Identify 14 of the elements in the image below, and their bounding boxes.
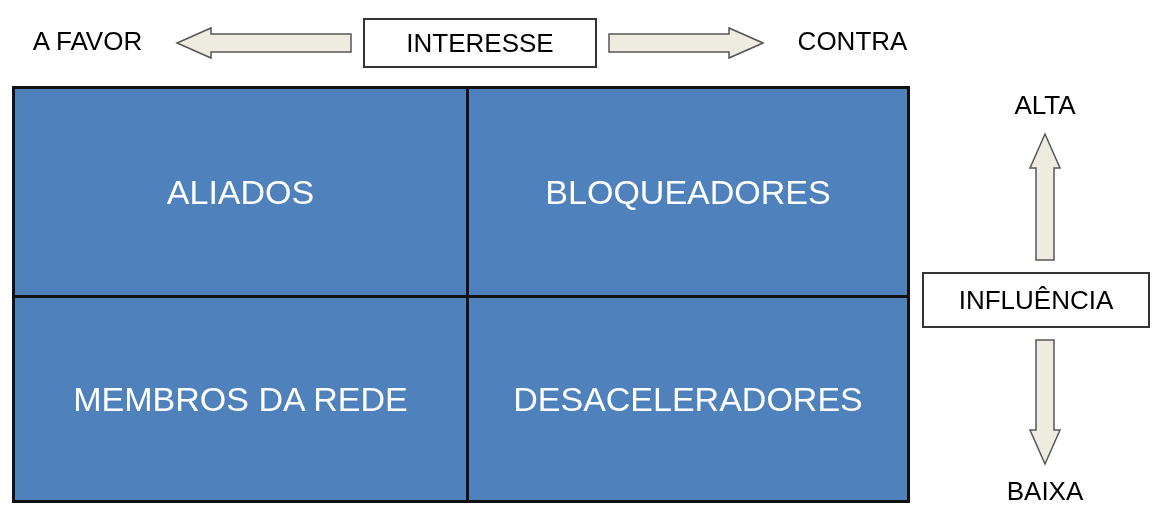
- block-arrow: [608, 26, 765, 60]
- axis-title-box: INFLUÊNCIA: [922, 272, 1150, 328]
- block-arrow: [1028, 339, 1062, 466]
- axis-title-box: INTERESSE: [363, 18, 597, 68]
- axis-end-label: BAIXA: [990, 476, 1100, 506]
- axis-end-label: CONTRA: [775, 24, 930, 58]
- quadrant-cell: ALIADOS: [12, 86, 469, 298]
- axis-end-label: A FAVOR: [10, 24, 165, 58]
- quadrant-cell: BLOQUEADORES: [466, 86, 910, 298]
- block-arrow: [175, 26, 352, 60]
- quadrant-cell: DESACELERADORES: [466, 295, 910, 503]
- quadrant-cell: MEMBROS DA REDE: [12, 295, 469, 503]
- axis-end-label: ALTA: [995, 88, 1095, 122]
- block-arrow: [1028, 132, 1062, 261]
